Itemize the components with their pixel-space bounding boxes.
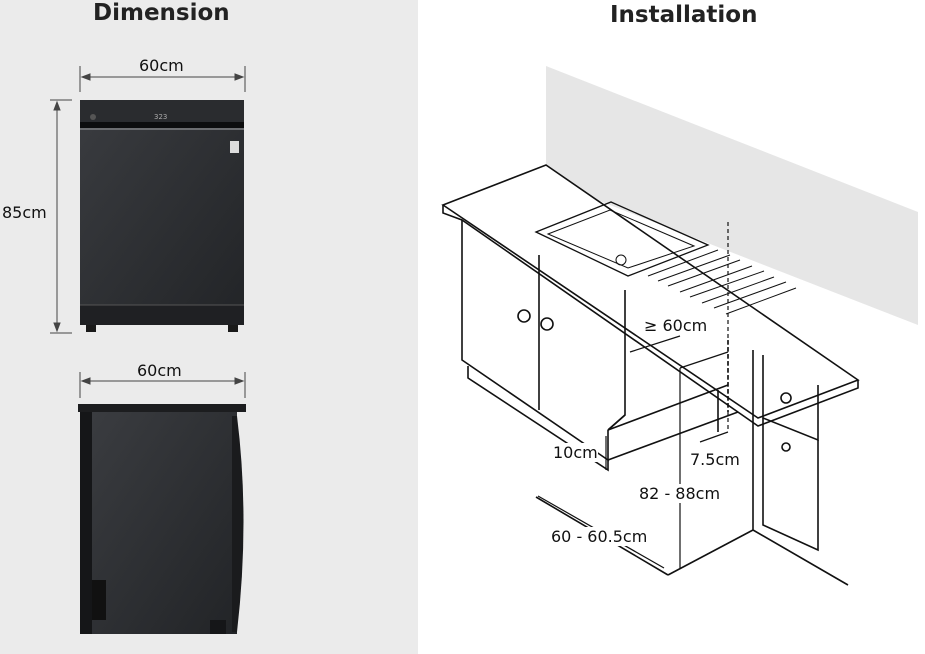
lg-logo (90, 114, 96, 120)
side-clearance-label: ≥ 60cm (644, 316, 708, 335)
niche-depth-label: 60 - 60.5cm (551, 527, 648, 546)
dishwasher-drawings (50, 66, 246, 634)
inverter-badge (230, 141, 239, 153)
side-depth-arrow (79, 372, 246, 398)
front-width-label: 60cm (139, 56, 184, 75)
dishwasher-side (78, 404, 246, 634)
front-height-arrow (50, 99, 72, 334)
dimension-panel: Dimension (0, 0, 418, 654)
niche-height-label: 82 - 88cm (639, 484, 721, 503)
installation-diagram (441, 66, 918, 586)
installation-panel: Installation (418, 0, 925, 654)
dishwasher-front (80, 100, 244, 332)
side-depth-label: 60cm (137, 361, 182, 380)
recess-depth-label: 7.5cm (690, 450, 740, 469)
installation-title: Installation (610, 2, 758, 28)
plinth-height-label: 10cm (553, 443, 598, 462)
display-readout: 323 (154, 113, 168, 121)
front-width-arrow (79, 66, 246, 92)
dimension-title: Dimension (93, 0, 230, 26)
front-height-label: 85cm (2, 203, 47, 222)
